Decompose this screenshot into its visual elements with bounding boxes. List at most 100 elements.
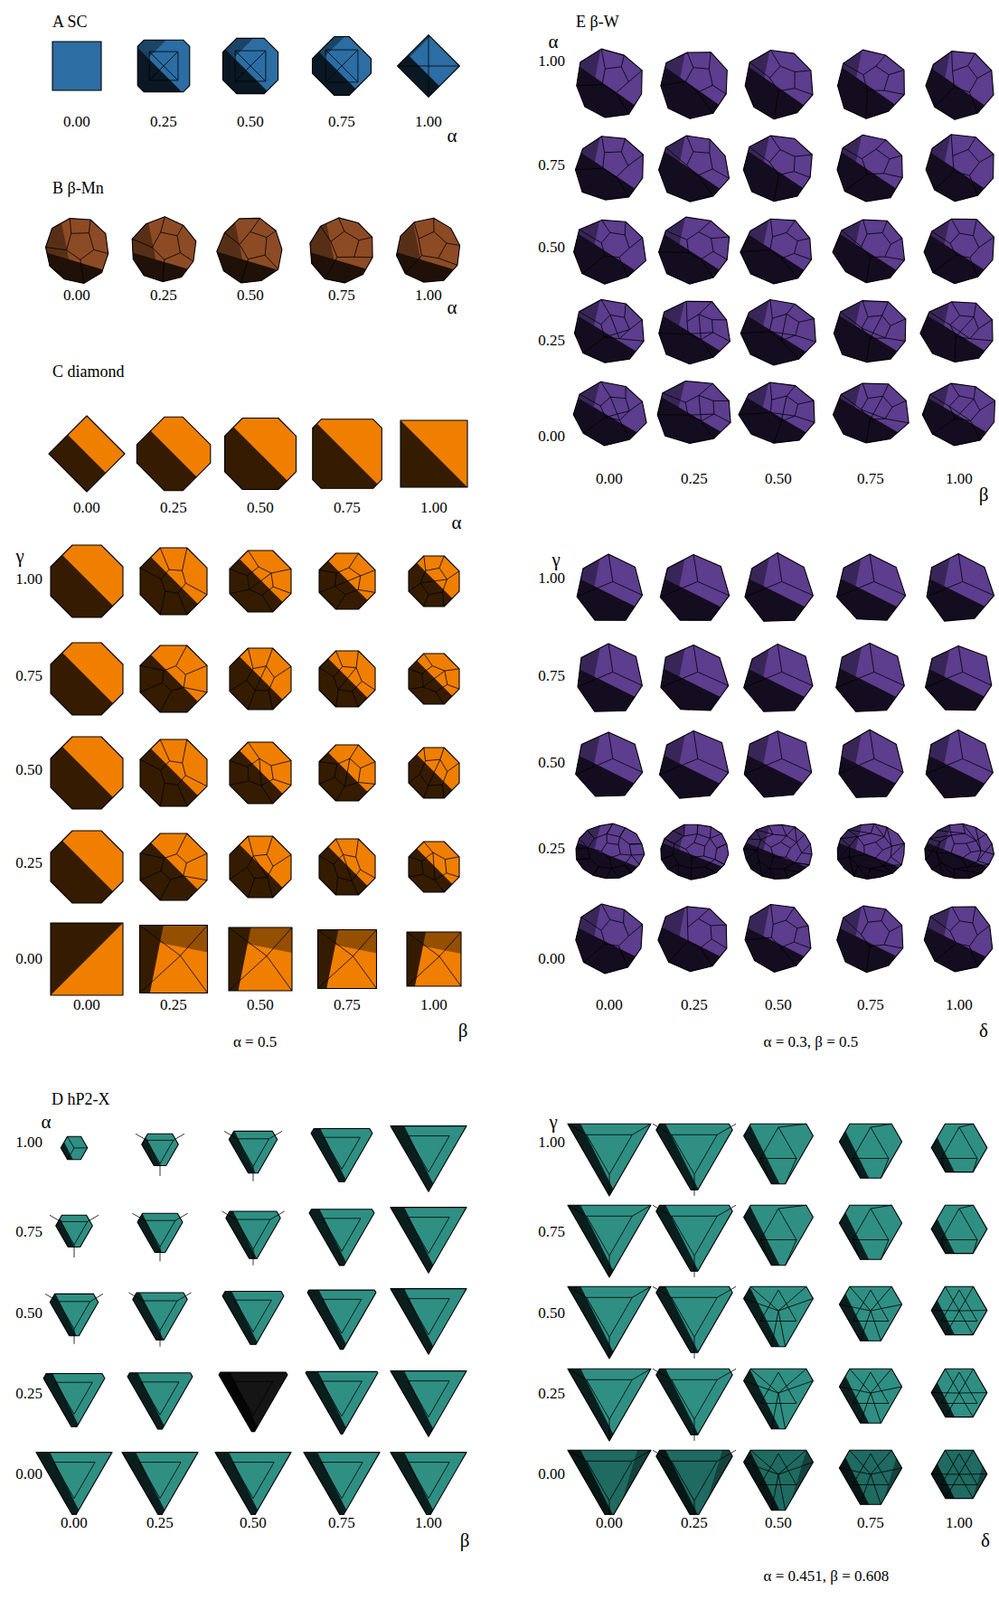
facet-edge	[785, 857, 795, 863]
facet-edge	[587, 838, 594, 849]
facet-edge	[618, 945, 628, 968]
facet-edge	[74, 1221, 88, 1245]
tick-label: 1.00	[419, 499, 449, 518]
parameter-note: α = 0.3, β = 0.5	[763, 1034, 860, 1052]
polyhedron-hp2-x	[390, 1289, 467, 1356]
polyhedron-outline	[838, 1450, 902, 1505]
polyhedron-hp2-x	[305, 1371, 378, 1434]
facet-edge	[687, 239, 689, 253]
facet-edge	[53, 1462, 75, 1499]
facet-edge	[609, 1255, 611, 1278]
facet-edge	[354, 240, 359, 258]
facet-edge	[844, 174, 868, 192]
facet-edge	[659, 581, 698, 597]
facet-edge	[857, 833, 871, 838]
facet-edge	[224, 1130, 237, 1139]
facet-edge	[954, 843, 967, 845]
polyhedron-outline	[140, 645, 208, 713]
polyhedron-diamond	[400, 420, 468, 488]
dark-face	[575, 843, 638, 879]
facet-edge	[604, 255, 620, 258]
facet-edge	[444, 859, 447, 874]
facet-edge	[874, 581, 906, 595]
facet-edge	[794, 70, 811, 73]
polyhedron-outline	[226, 1211, 281, 1259]
facet-edge	[323, 1137, 342, 1169]
dark-face	[576, 66, 635, 118]
polyhedron-outline	[567, 1286, 651, 1359]
facet-edge	[664, 838, 675, 845]
facet-edge	[652, 1205, 672, 1216]
polyhedron-beta-w	[743, 824, 812, 879]
facet-edge	[235, 80, 266, 82]
facet-edge	[852, 1403, 889, 1405]
facet-edge	[603, 168, 617, 178]
tick-label: 0.00	[537, 951, 566, 969]
dark-face	[319, 847, 368, 896]
facet-edge	[977, 925, 990, 936]
facet-edge	[712, 169, 729, 179]
facet-edge	[840, 394, 861, 410]
facet-edge	[958, 730, 963, 760]
facet-edge	[606, 833, 620, 837]
facet-edge	[229, 568, 248, 575]
facet-edge	[885, 418, 909, 424]
facet-edge	[867, 90, 885, 92]
facet-edge	[80, 249, 95, 260]
facet-edge	[606, 833, 608, 843]
facet-edge	[744, 758, 783, 774]
facet-edge	[882, 846, 892, 850]
facet-edge	[333, 854, 344, 865]
axis-symbol: γ	[14, 546, 25, 567]
facet-edge	[870, 1386, 903, 1394]
facet-edge	[796, 842, 802, 854]
facet-edge	[778, 1286, 807, 1311]
facet-edge	[160, 216, 166, 233]
facet-edge	[866, 90, 868, 119]
facet-edge	[700, 251, 714, 260]
facet-edge	[716, 1123, 736, 1135]
polyhedron-outline	[131, 216, 197, 283]
facet-edge	[160, 879, 171, 901]
polyhedron-outline	[141, 1133, 180, 1166]
polyhedron-diamond	[140, 547, 208, 615]
polyhedron-sc	[137, 39, 190, 93]
dark-face	[659, 578, 721, 621]
facet-edge	[344, 782, 359, 788]
facet-edge	[782, 824, 787, 836]
facet-edge	[351, 681, 362, 693]
facet-edge	[955, 399, 975, 420]
polyhedron-outline	[60, 1136, 87, 1160]
facet-edge	[267, 877, 274, 898]
facet-edge	[405, 255, 422, 274]
facet-edge	[881, 909, 886, 922]
facet-edge	[254, 877, 268, 879]
facet-edge	[686, 842, 695, 850]
axis-symbol: δ	[978, 1020, 990, 1042]
facet-edge	[972, 923, 978, 936]
facet-edge	[612, 865, 625, 869]
facet-edge	[424, 653, 434, 667]
polyhedron-beta-w	[925, 730, 993, 799]
facet-edge	[271, 765, 274, 780]
dark-face	[744, 66, 804, 120]
facet-edge	[960, 921, 973, 924]
facet-edge	[264, 50, 266, 82]
facet-edge	[160, 1382, 180, 1415]
tick-label: 0.25	[679, 997, 709, 1015]
facet-edge	[321, 1381, 363, 1383]
facet-edge	[342, 666, 357, 668]
facet-edge	[889, 924, 903, 932]
dark-face	[50, 746, 114, 810]
polyhedron-sc	[52, 41, 102, 91]
facet-edge	[652, 1368, 672, 1380]
tick-label: 0.75	[327, 113, 357, 132]
facet-edge	[778, 1450, 807, 1475]
polyhedron-beta-w	[574, 299, 645, 363]
facet-edge	[866, 946, 870, 973]
facet-edge	[266, 956, 293, 992]
facet-edge	[698, 301, 713, 315]
facet-edge	[698, 314, 713, 321]
tick-label: 0.50	[245, 997, 275, 1015]
facet-edge	[348, 567, 361, 576]
